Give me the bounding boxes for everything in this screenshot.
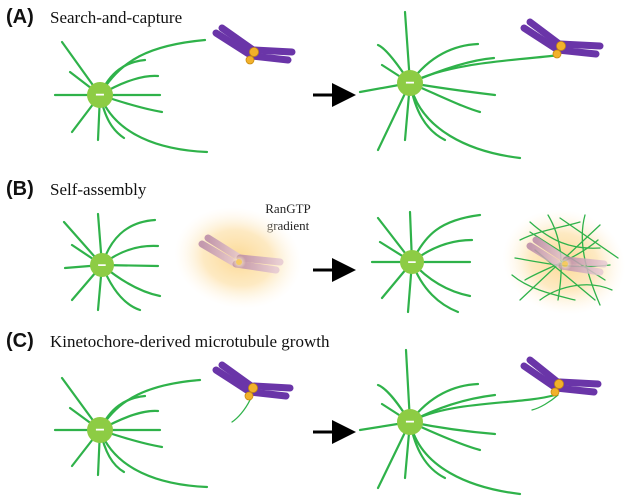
kinetochore xyxy=(244,391,254,401)
chromatid xyxy=(212,29,256,60)
chromosome-c-left xyxy=(212,361,294,423)
chromatid xyxy=(554,46,600,58)
chromatid xyxy=(250,382,294,392)
minus-end-symbol: − xyxy=(405,75,414,92)
kinetochore xyxy=(550,387,560,397)
panel-c-label: (C) xyxy=(6,330,34,352)
gradient-label-line-1: RanGTP xyxy=(265,201,311,216)
microtubule xyxy=(559,217,619,259)
chromatid xyxy=(248,52,292,64)
kinetochore xyxy=(562,261,568,267)
chromosome-a-left xyxy=(212,24,296,65)
chromatid xyxy=(218,361,258,392)
chromatid xyxy=(526,242,566,270)
panel-b: − − xyxy=(62,207,626,315)
centrosome xyxy=(400,250,424,274)
aster-left-c: − xyxy=(53,376,209,489)
panel-b-title: Self-assembly xyxy=(50,180,147,199)
chromatid xyxy=(218,24,260,56)
panel-c-title: Kinetochore-derived microtubule growth xyxy=(50,332,330,351)
aster-left-a: − xyxy=(53,38,209,154)
panel-b-label: (B) xyxy=(6,178,34,200)
microtubule xyxy=(519,221,581,241)
chromatid xyxy=(520,362,560,392)
chromatid xyxy=(526,356,564,388)
minus-end-symbol: − xyxy=(95,422,104,439)
chromatid xyxy=(526,18,566,50)
captured-microtubule xyxy=(408,393,557,424)
centrosome xyxy=(397,409,423,435)
chromosome-b-left xyxy=(198,234,284,274)
microtubule xyxy=(408,81,522,160)
kinetochore xyxy=(236,259,242,265)
panel-a-title: Search-and-capture xyxy=(50,8,183,27)
minus-end-symbol: − xyxy=(405,414,414,431)
microtubule xyxy=(581,214,601,306)
chromatid xyxy=(532,236,570,264)
chromosome-b-right xyxy=(526,236,608,276)
microtubule xyxy=(539,284,613,301)
kinetochore xyxy=(552,49,562,59)
centrosome xyxy=(397,70,423,96)
centrosome xyxy=(90,253,114,277)
microtubule xyxy=(547,214,562,301)
chromosome-c-right xyxy=(520,356,602,411)
panel-a: − − xyxy=(53,10,604,160)
microtubule xyxy=(98,428,209,489)
chromosome-a-right xyxy=(520,18,604,59)
kinetochore-microtubule xyxy=(231,399,251,423)
microtubule xyxy=(408,56,496,85)
panel-c: − − xyxy=(53,348,602,496)
chromatid xyxy=(520,24,562,54)
chromatid xyxy=(556,378,602,388)
microtubule xyxy=(98,93,209,154)
aster-right-a: − xyxy=(358,10,562,160)
microtubule xyxy=(408,420,522,496)
chromatid xyxy=(212,366,254,396)
kinetochore xyxy=(249,47,259,57)
chromatid xyxy=(198,240,240,268)
aster-left-b: − xyxy=(62,212,162,312)
minus-end-symbol: − xyxy=(408,254,417,271)
chromatid xyxy=(246,388,290,400)
chromatid xyxy=(236,254,284,266)
chromatid xyxy=(556,40,604,50)
kinetochore xyxy=(245,55,255,65)
kinetochore-microtubule xyxy=(531,394,559,411)
minus-end-symbol: − xyxy=(98,257,107,274)
centrosome xyxy=(87,82,113,108)
centrosome xyxy=(87,417,113,443)
kinetochore xyxy=(248,383,258,393)
chromatid xyxy=(552,384,598,396)
aster-right-b: − xyxy=(370,210,482,314)
chromatid xyxy=(250,46,296,56)
panel-a-label: (A) xyxy=(6,6,34,28)
microtubule xyxy=(529,221,601,249)
captured-microtubule xyxy=(408,53,562,85)
aster-right-c: − xyxy=(358,348,557,496)
minus-end-symbol: − xyxy=(95,87,104,104)
microtubule xyxy=(511,274,576,301)
chromatid xyxy=(204,234,244,262)
kinetochore xyxy=(556,41,566,51)
kinetochore xyxy=(554,379,564,389)
chromatid xyxy=(562,256,608,268)
